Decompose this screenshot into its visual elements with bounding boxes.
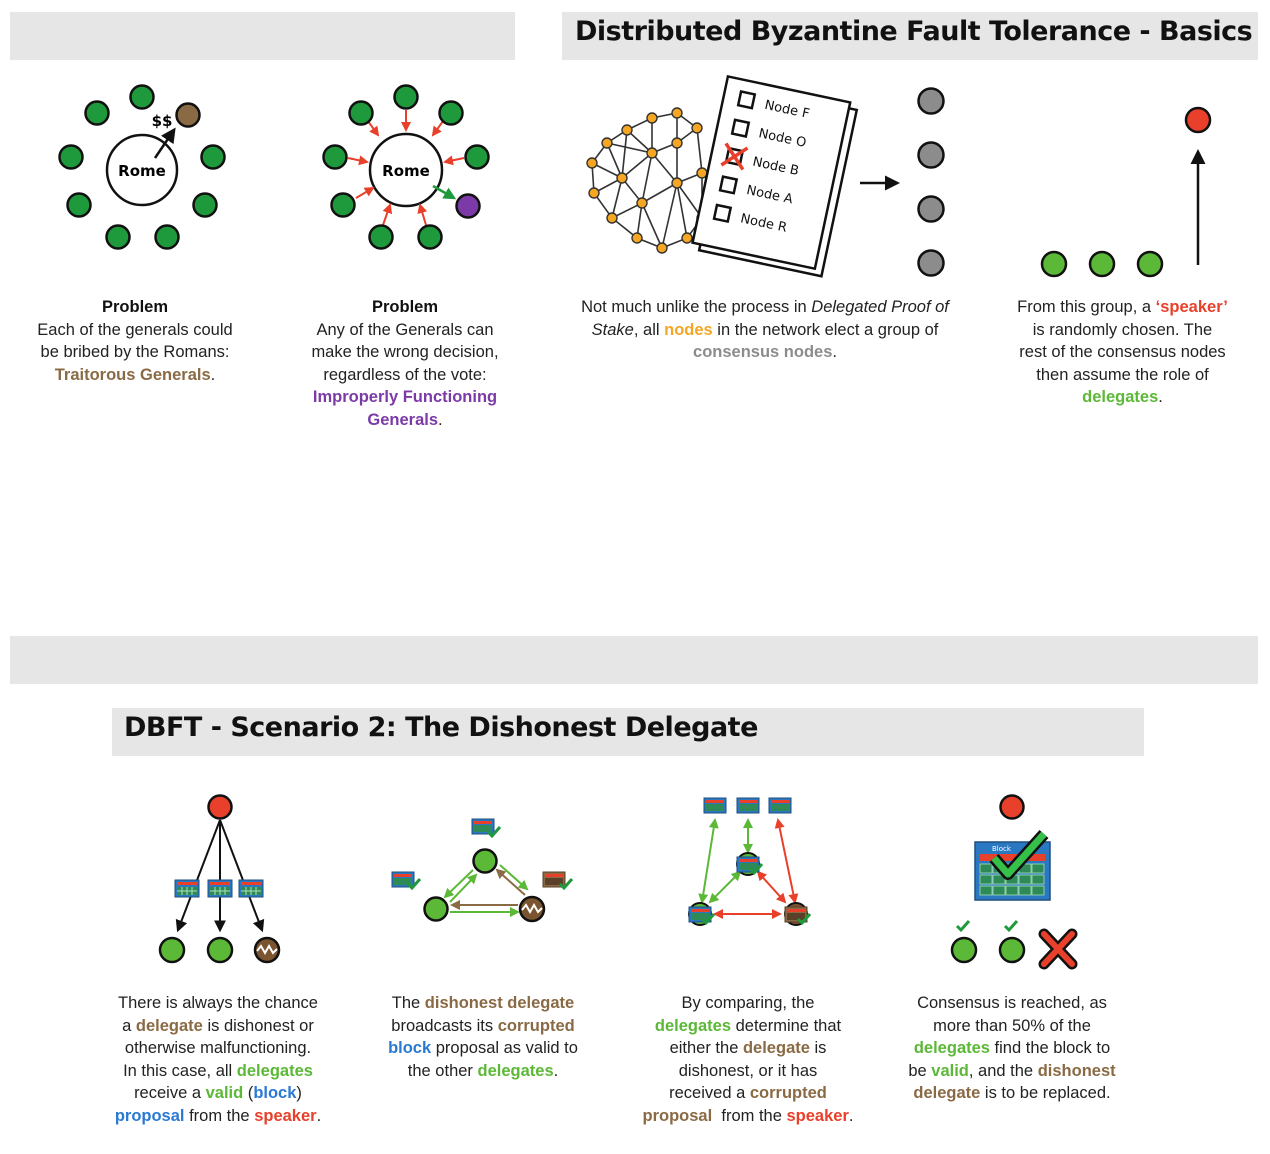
- check-icon: [955, 920, 971, 933]
- general-node: [192, 192, 218, 218]
- page-title: Distributed Byzantine Fault Tolerance - …: [575, 16, 1253, 47]
- speaker-diagram: [1040, 106, 1212, 278]
- step2-caption: The dishonest delegate broadcasts its co…: [388, 994, 578, 1080]
- general-node: [154, 224, 180, 250]
- wrong-decision-arrow: [432, 184, 457, 200]
- step1-diagram: [158, 794, 281, 964]
- speaker-node: [207, 794, 233, 820]
- improper-heading: Problem: [371, 298, 439, 316]
- improper-diagram: Rome: [322, 84, 490, 250]
- general-node: [66, 192, 92, 218]
- speaker-node: [999, 794, 1025, 820]
- delegate-node: [423, 896, 449, 922]
- improper-caption: Problem Any of the Generals can make the…: [290, 296, 520, 431]
- delegate-node: [1040, 250, 1068, 278]
- money-label: $$: [152, 112, 173, 130]
- general-node: [129, 84, 155, 110]
- delegate-node: [158, 936, 186, 964]
- delegate-node: [206, 936, 234, 964]
- consensus-node: [917, 195, 945, 223]
- traitor-heading: Problem: [101, 298, 169, 316]
- bribe-arrow: [153, 127, 176, 159]
- general-node: [105, 224, 131, 250]
- header-band-right: [562, 12, 1258, 60]
- consensus-node: [917, 87, 945, 115]
- traitorous-generals-highlight: Traitorous Generals: [54, 365, 211, 384]
- consensus-nodes: [860, 87, 945, 277]
- general-node: [322, 144, 348, 170]
- delegate-node: [1136, 250, 1164, 278]
- rome-label: Rome: [118, 162, 166, 180]
- svg-text:Block: Block: [992, 845, 1012, 853]
- consensus-node: [917, 249, 945, 277]
- step4-caption: Consensus is reached, as more than 50% o…: [908, 994, 1116, 1102]
- consensus-node: [917, 141, 945, 169]
- general-node: [464, 144, 490, 170]
- general-node: [393, 84, 419, 110]
- scenario-title: DBFT - Scenario 2: The Dishonest Delegat…: [124, 712, 758, 743]
- general-node: [84, 100, 110, 126]
- traitor-caption: Problem Each of the generals could be br…: [20, 296, 250, 386]
- speaker-caption: From this group, a ‘speaker’ is randomly…: [1017, 298, 1228, 406]
- ballot-paper: Node F Node O Node B Node A Node R: [691, 74, 859, 278]
- delegate-node: [950, 936, 978, 964]
- delegate-node: [998, 936, 1026, 964]
- step3-caption: By comparing, the delegates determine th…: [642, 994, 854, 1125]
- step3-diagram: [688, 797, 812, 926]
- delegate-node: [1088, 250, 1116, 278]
- block-icon: Block: [974, 841, 1051, 901]
- general-node: [417, 224, 443, 250]
- general-node: [348, 100, 374, 126]
- delegate-node: [472, 848, 498, 874]
- general-node: [200, 144, 226, 170]
- speaker-node: [1184, 106, 1212, 134]
- step1-caption: There is always the chance a delegate is…: [114, 994, 322, 1125]
- rome-label: Rome: [382, 162, 430, 180]
- header-band-left: [10, 12, 515, 60]
- traitor-diagram: Rome $$: [58, 84, 226, 250]
- reject-x-icon: [1038, 928, 1078, 970]
- rome-circle: [368, 132, 444, 208]
- election-caption: Not much unlike the process in Delegated…: [581, 298, 949, 361]
- general-node: [58, 144, 84, 170]
- step4-diagram: Block: [950, 794, 1078, 970]
- general-node: [368, 224, 394, 250]
- check-icon: [1003, 920, 1019, 933]
- scenario-title-band: [112, 708, 1144, 756]
- step2-diagram: [391, 818, 574, 923]
- general-node: [438, 100, 464, 126]
- faulty-node: [455, 193, 481, 219]
- section-divider-band: [10, 636, 1258, 684]
- general-node: [330, 192, 356, 218]
- traitor-node: [175, 102, 201, 128]
